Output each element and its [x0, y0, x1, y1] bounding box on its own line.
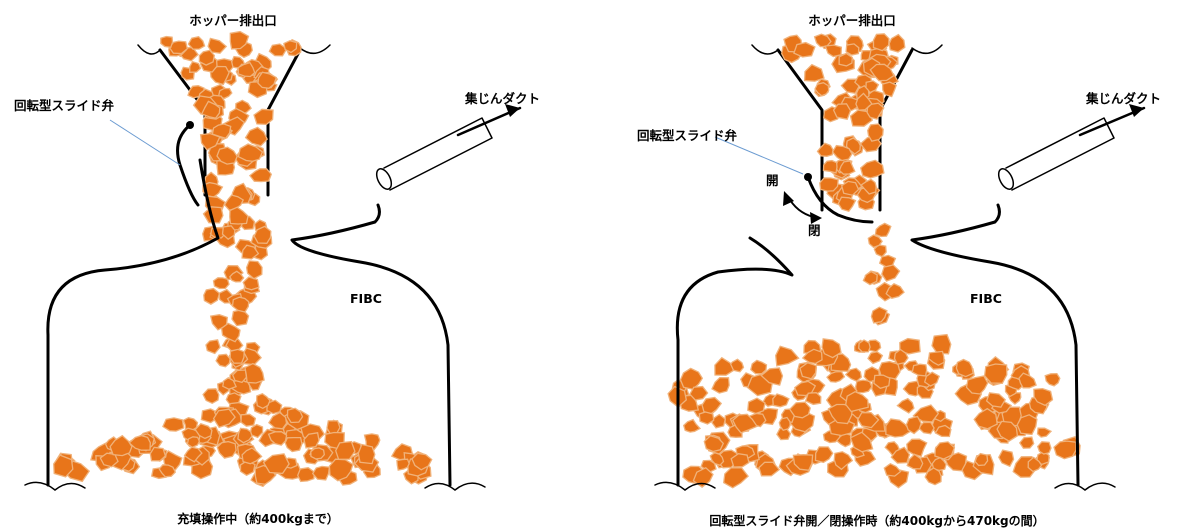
left-fibc-bag	[24, 158, 486, 491]
left-fibc-label: FIBC	[350, 291, 382, 306]
left-rotary-valve	[176, 121, 200, 207]
left-hopper-label: ホッパー排出口	[189, 13, 277, 28]
right-open-label: 開	[766, 173, 779, 188]
left-duct-label: 集じんダクト	[464, 91, 540, 106]
right-panel: 開 閉 ホッパー排出口 回転型スライド弁 集じんダクト FIBC 回転型スライド…	[637, 13, 1161, 528]
right-fibc-label: FIBC	[970, 291, 1002, 306]
right-valve-pointer	[714, 136, 804, 175]
left-dust-duct	[375, 104, 522, 191]
right-valve-label: 回転型スライド弁	[637, 128, 738, 143]
right-dust-duct	[997, 104, 1146, 191]
open-arrow-icon	[783, 191, 794, 206]
left-panel: ホッパー排出口 回転型スライド弁 集じんダクト FIBC 充填操作中（約400k…	[14, 13, 540, 526]
right-close-label: 閉	[808, 223, 821, 238]
right-caption: 回転型スライド弁開／閉操作時（約400kgから470kgの間）	[709, 513, 1044, 528]
left-granule-pile	[53, 30, 433, 488]
right-hopper-label: ホッパー排出口	[808, 13, 896, 28]
right-granule-pile	[667, 33, 1081, 489]
right-duct-arrow-icon	[1129, 104, 1144, 117]
right-open-close-arrow	[783, 191, 822, 224]
left-caption: 充填操作中（約400kgまで）	[177, 511, 339, 526]
right-fibc-bag	[654, 203, 1116, 491]
left-valve-label: 回転型スライド弁	[14, 98, 115, 113]
close-arrow-icon	[810, 212, 822, 224]
right-rotary-valve	[804, 173, 874, 224]
right-duct-label: 集じんダクト	[1085, 91, 1161, 106]
left-valve-pointer	[109, 119, 181, 166]
left-duct-arrow-icon	[505, 104, 520, 117]
